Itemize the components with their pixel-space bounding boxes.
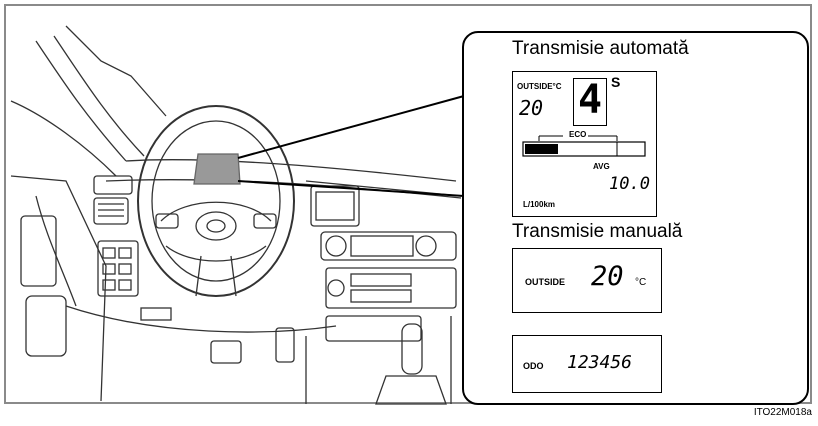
temp-unit: °C	[635, 277, 647, 288]
outside-temp-value: 20	[519, 96, 544, 120]
odo-label: ODO	[523, 361, 544, 371]
gear-mode: S	[611, 74, 621, 90]
odometer-display: ODO 123456	[512, 335, 662, 393]
gear-position: 4	[578, 77, 603, 123]
outside-temp-label: OUTSIDE°C	[517, 82, 562, 91]
manual-temp-value: 20	[591, 261, 624, 292]
eco-label: ECO	[567, 130, 589, 139]
avg-label: AVG	[593, 162, 610, 171]
manual-transmission-title: Transmisie manuală	[512, 221, 683, 242]
diagram-frame: Transmisie automată OUTSIDE°C 20 4 S ECO…	[4, 4, 812, 405]
dashboard-illustration	[10, 25, 465, 405]
consumption-unit: L/100km	[523, 200, 556, 209]
automatic-display: OUTSIDE°C 20 4 S ECO AVG 10.0 L/100km	[512, 71, 657, 217]
eco-bar-frame	[522, 135, 646, 157]
figure-code: ITO22M018a	[753, 407, 812, 418]
automatic-transmission-title: Transmisie automată	[512, 38, 689, 59]
gear-indicator-box: 4	[573, 77, 607, 126]
eco-bar-fill	[525, 144, 558, 154]
odometer-value: 123456	[567, 352, 633, 373]
display-callout: Transmisie automată OUTSIDE°C 20 4 S ECO…	[462, 31, 809, 405]
avg-consumption-value: 10.0	[609, 174, 650, 194]
outside-label: OUTSIDE	[525, 277, 566, 287]
manual-temp-display: OUTSIDE 20 °C	[512, 248, 662, 313]
